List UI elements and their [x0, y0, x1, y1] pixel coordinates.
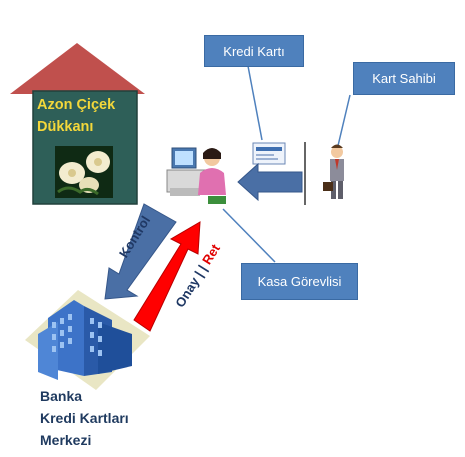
bank-building-icon [25, 290, 150, 390]
cashier-computer-icon [166, 147, 226, 204]
bank-name-line2: Kredi Kartları [40, 410, 129, 426]
bank-name: Banka Kredi Kartları Merkezi [40, 385, 190, 451]
credit-card-callout: Kredi Kartı [204, 35, 304, 67]
card-holder-callout-label: Kart Sahibi [372, 71, 436, 86]
card-holder-callout: Kart Sahibi [353, 62, 455, 95]
card-transfer-arrow [237, 162, 303, 202]
credit-card-connector [247, 65, 263, 141]
cashier-callout-label: Kasa Görevlisi [257, 274, 342, 289]
cashier-callout: Kasa Görevlisi [241, 263, 358, 300]
card-holder-connector [336, 94, 351, 151]
cashier-connector [222, 208, 276, 263]
credit-card-icon [252, 142, 286, 165]
approval-arrow [133, 221, 201, 332]
credit-card-callout-label: Kredi Kartı [223, 43, 285, 59]
bank-name-line3: Merkezi [40, 432, 92, 448]
control-arrow [104, 203, 177, 300]
shop-name: Azon Çiçek Dükkanı [37, 97, 116, 135]
shop-roof [10, 43, 145, 94]
rose-icon [55, 146, 113, 198]
businessman-icon [323, 144, 344, 199]
bank-name-line1: Banka [40, 388, 83, 404]
